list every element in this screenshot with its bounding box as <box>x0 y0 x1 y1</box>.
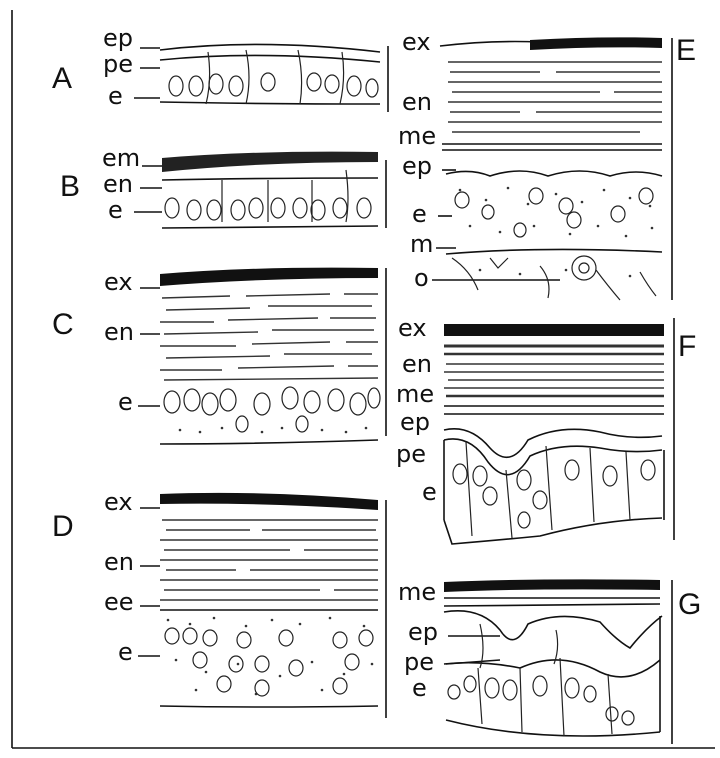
layer-label: ee <box>104 588 134 616</box>
layer-label: ep <box>103 24 133 52</box>
layer-label: ex <box>104 488 133 516</box>
layer-label: ep <box>402 152 432 180</box>
layer-label: e <box>108 82 123 110</box>
layer-label: pe <box>404 648 434 676</box>
panel-letter: A <box>52 62 72 95</box>
layer-label: me <box>398 122 436 150</box>
layer-label: e <box>108 196 123 224</box>
layer-label: ex <box>104 268 133 296</box>
layer-label: me <box>398 578 436 606</box>
layer-label: en <box>104 548 134 576</box>
layer-label: e <box>412 674 427 702</box>
layer-label: e <box>118 638 133 666</box>
layer-label: e <box>412 200 427 228</box>
panel-letter: B <box>60 170 80 203</box>
layer-label: ex <box>398 314 427 342</box>
layer-label: en <box>402 350 432 378</box>
layer-label: e <box>118 388 133 416</box>
layer-label: en <box>103 170 133 198</box>
layer-label: en <box>402 88 432 116</box>
panel-letter: D <box>52 510 74 543</box>
layer-label: en <box>104 318 134 346</box>
panel-letter: C <box>52 308 74 341</box>
panel-letter: E <box>676 34 696 67</box>
panel-letter: F <box>678 330 696 363</box>
layer-label: ep <box>400 408 430 436</box>
layer-label: o <box>414 264 429 292</box>
layer-label: e <box>422 478 437 506</box>
layer-label: m <box>410 230 433 258</box>
layer-label: em <box>102 144 140 172</box>
layer-label: pe <box>103 50 133 78</box>
layer-label: ex <box>402 28 431 56</box>
panel-letter: G <box>678 588 701 621</box>
layer-label: pe <box>396 440 426 468</box>
layer-label: ep <box>408 618 438 646</box>
layer-label: me <box>396 380 434 408</box>
